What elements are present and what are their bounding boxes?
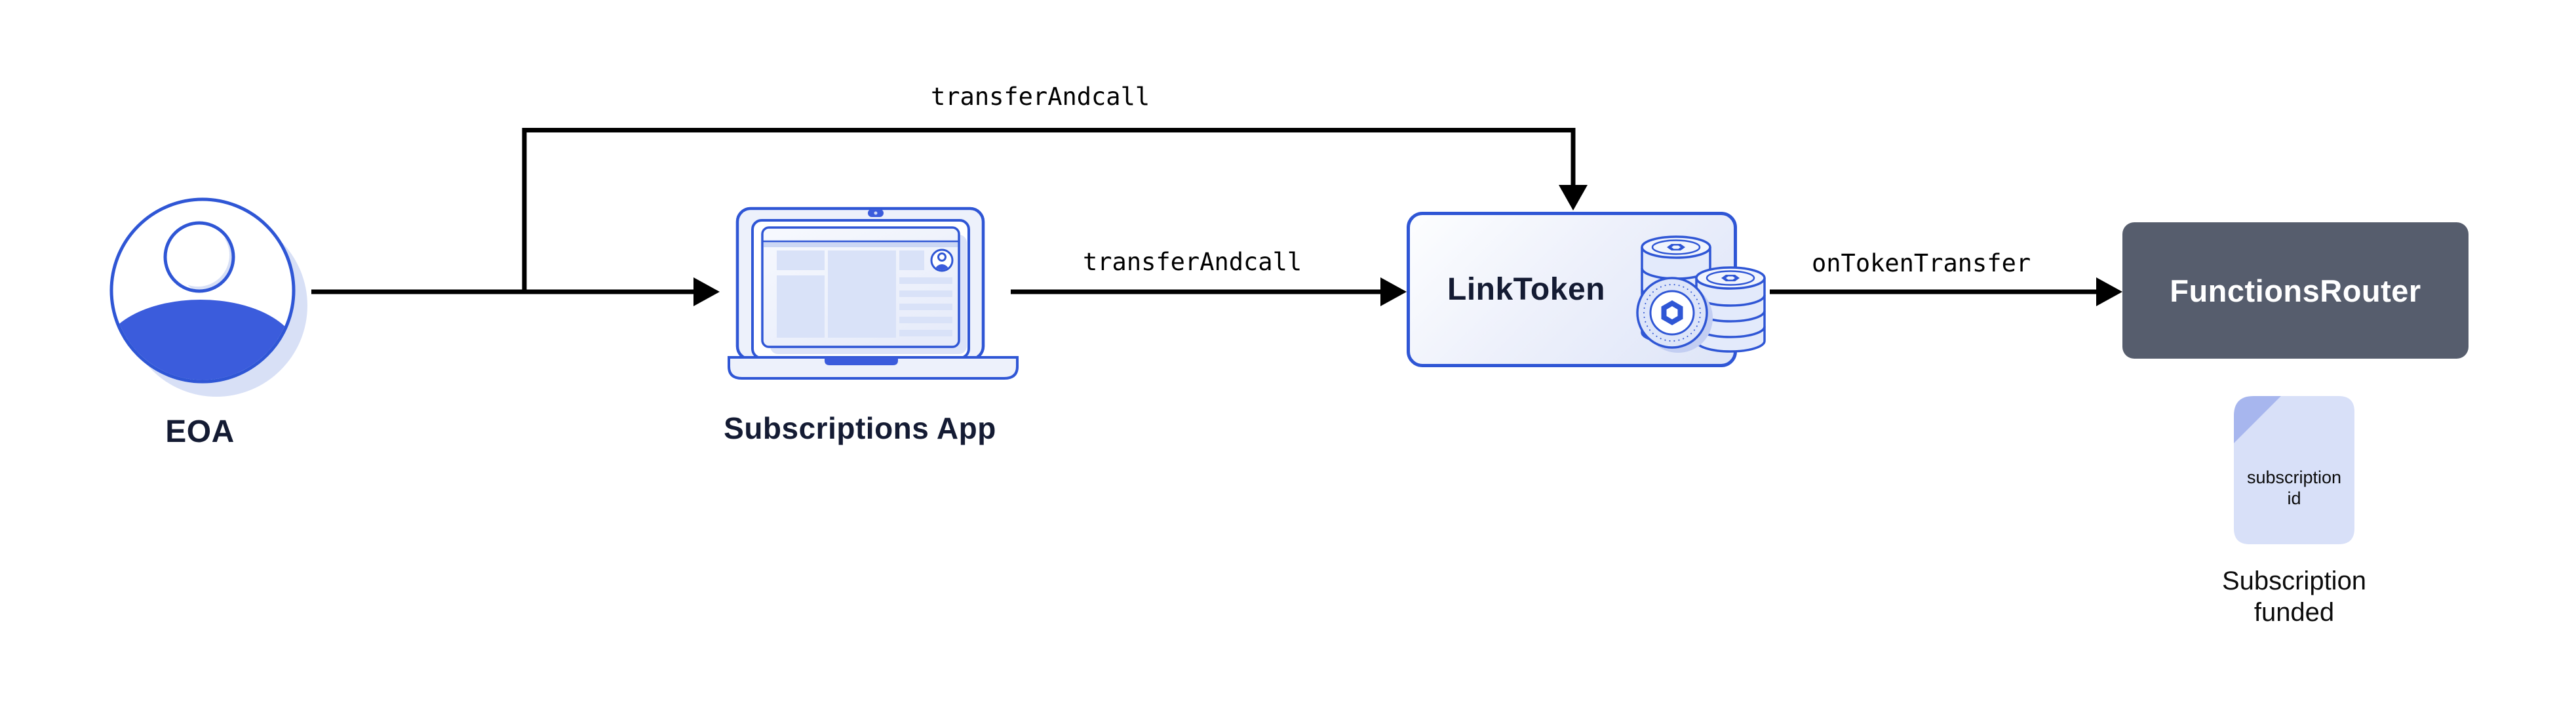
functionsrouter-label: FunctionsRouter: [2170, 273, 2421, 308]
arrow-eoa-to-linktoken-elbow: [522, 128, 1588, 294]
person-avatar-icon: [109, 197, 307, 397]
node-functionsrouter-box: FunctionsRouter: [2122, 222, 2469, 359]
arrow-linktoken-to-router: [1770, 277, 2122, 306]
link-coin-stack-icon: [1636, 235, 1766, 353]
arrow-eoa-to-app: [311, 277, 720, 306]
arrow-app-to-linktoken: [1011, 277, 1407, 306]
document-page-icon: [2234, 396, 2354, 544]
laptop-browser-icon: [728, 207, 1019, 380]
